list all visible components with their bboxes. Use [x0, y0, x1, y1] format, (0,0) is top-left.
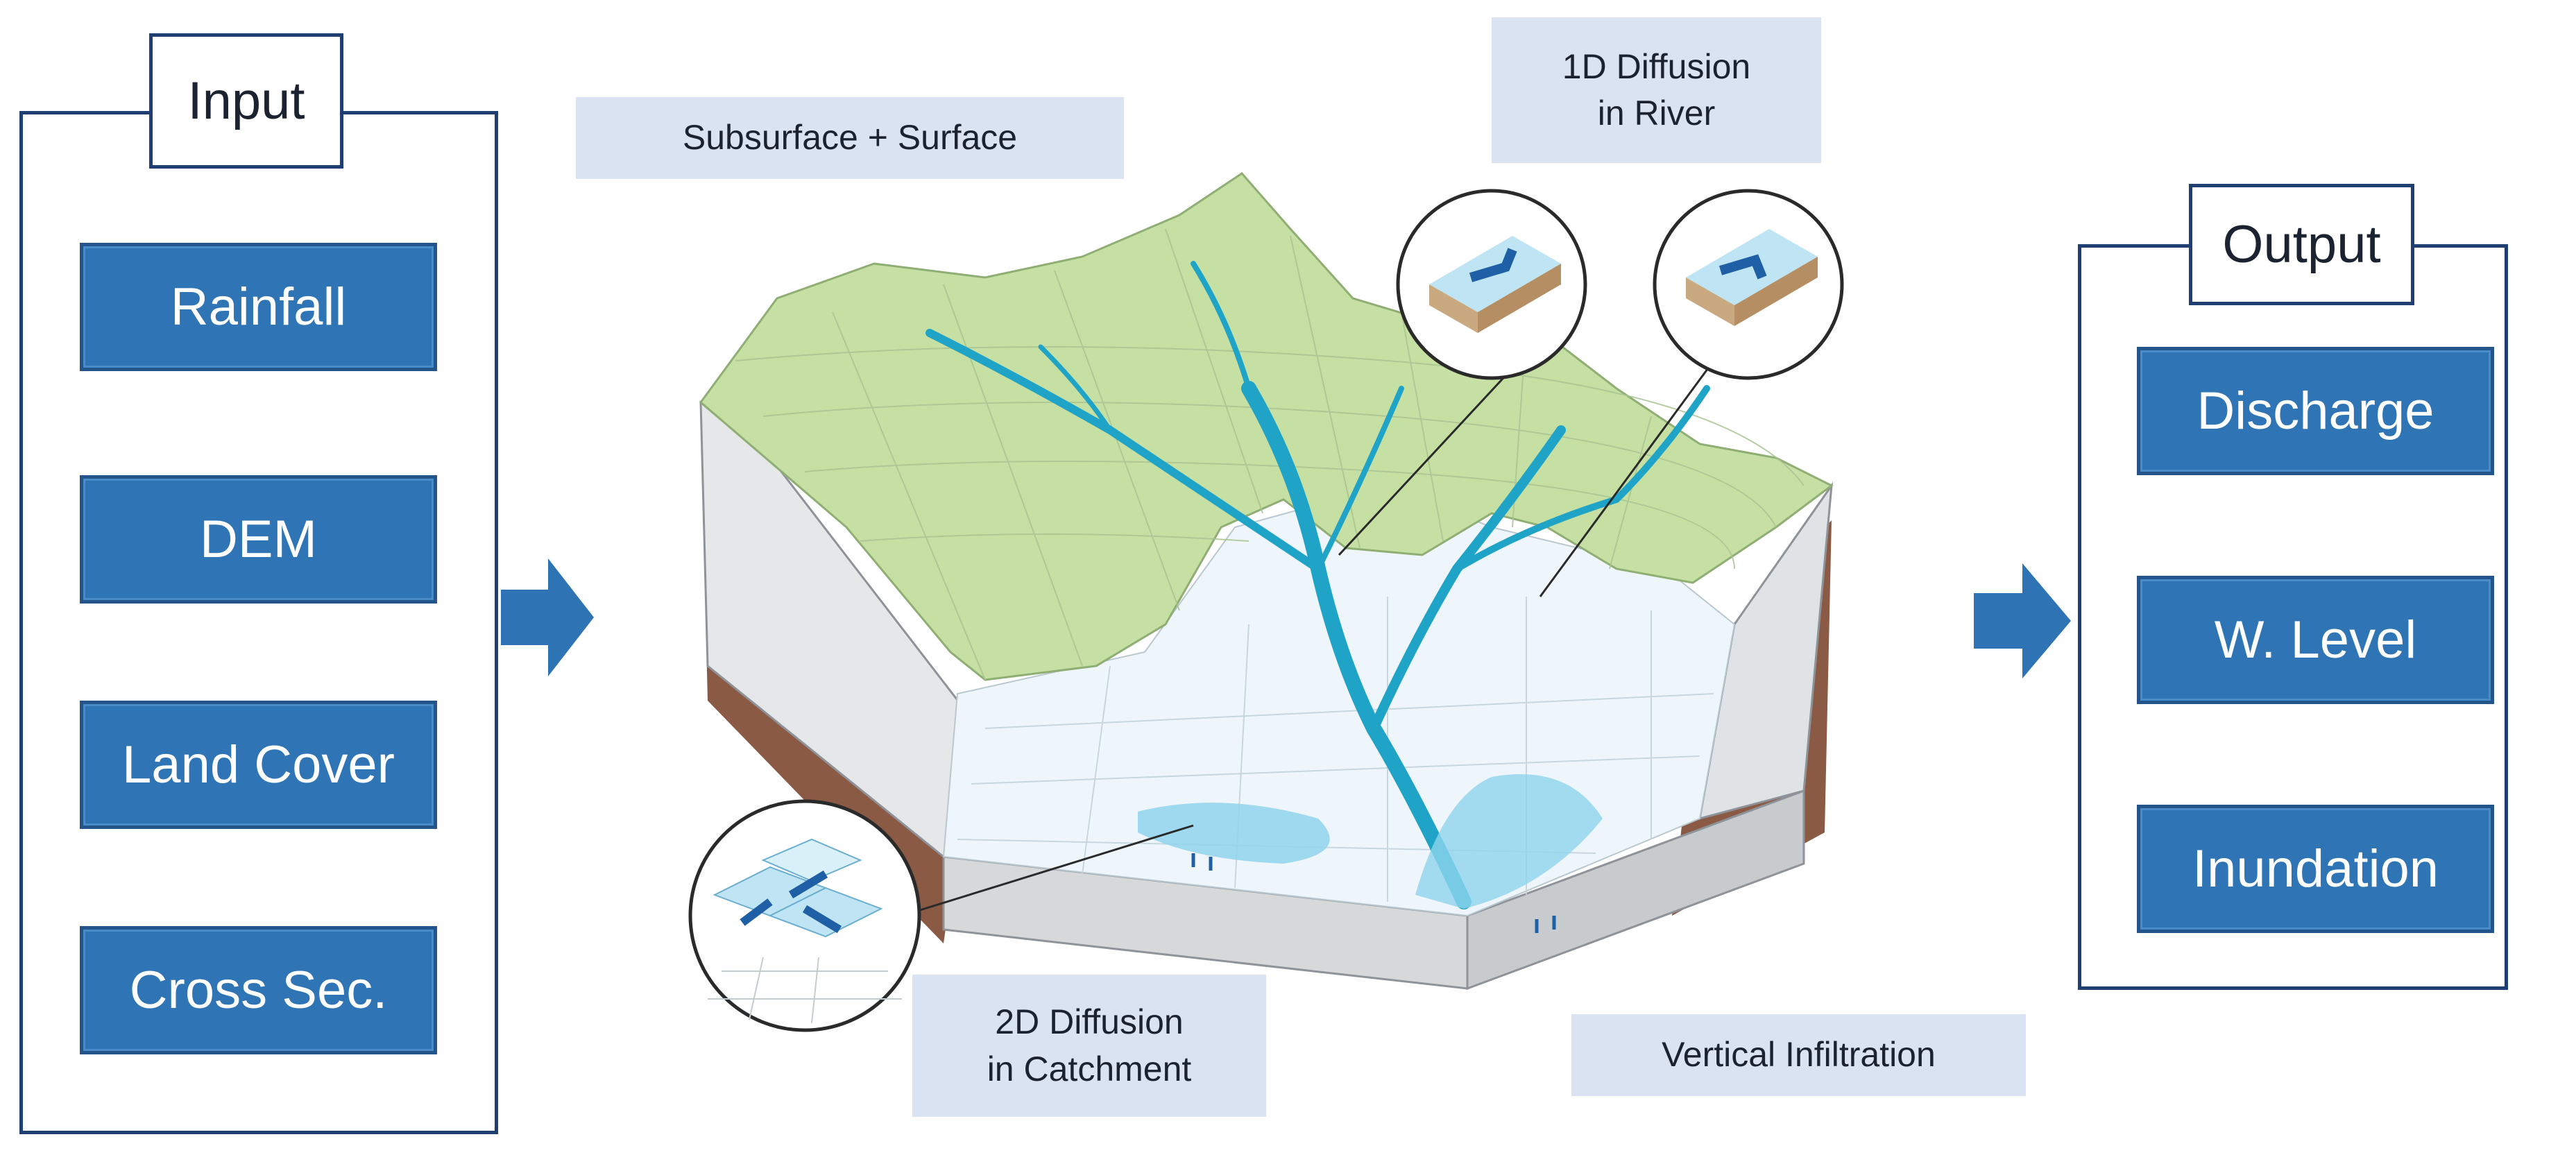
callout-2d-diffusion-line2: in Catchment [987, 1049, 1192, 1088]
flooded-area [1415, 774, 1603, 909]
callout-1d-diffusion-line1: 1D Diffusion [1562, 46, 1751, 86]
callout-subsurface-surface: Subsurface + Surface [576, 97, 1124, 179]
2d-diffusion-magnifier-icon [688, 799, 921, 1032]
input-title: Input [149, 33, 343, 169]
callout-2d-diffusion-line1: 2D Diffusion [995, 1002, 1184, 1041]
right-arrow-icon [1974, 563, 2071, 678]
1d-diffusion-magnifier-icon [1653, 189, 1844, 380]
callout-1d-diffusion-line2: in River [1597, 94, 1716, 132]
input-item-land-cover: Land Cover [80, 701, 437, 829]
block-front-right [1466, 789, 1805, 991]
callout-vertical-infiltration: Vertical Infiltration [1571, 1014, 2026, 1096]
input-item-rainfall: Rainfall [80, 243, 437, 371]
right-arrow-icon [501, 558, 594, 676]
output-item-inundation: Inundation [2137, 805, 2494, 933]
output-item-w-level: W. Level [2137, 576, 2494, 704]
input-item-dem: DEM [80, 475, 437, 604]
input-item-cross-sec: Cross Sec. [80, 926, 437, 1054]
flooded-area [1138, 803, 1330, 864]
1d-diffusion-magnifier-icon [1396, 189, 1587, 380]
callout-2d-diffusion: 2D Diffusion in Catchment [912, 975, 1266, 1117]
output-item-discharge: Discharge [2137, 347, 2494, 475]
callout-1d-diffusion: 1D Diffusion in River [1492, 17, 1821, 163]
output-title: Output [2189, 184, 2414, 305]
